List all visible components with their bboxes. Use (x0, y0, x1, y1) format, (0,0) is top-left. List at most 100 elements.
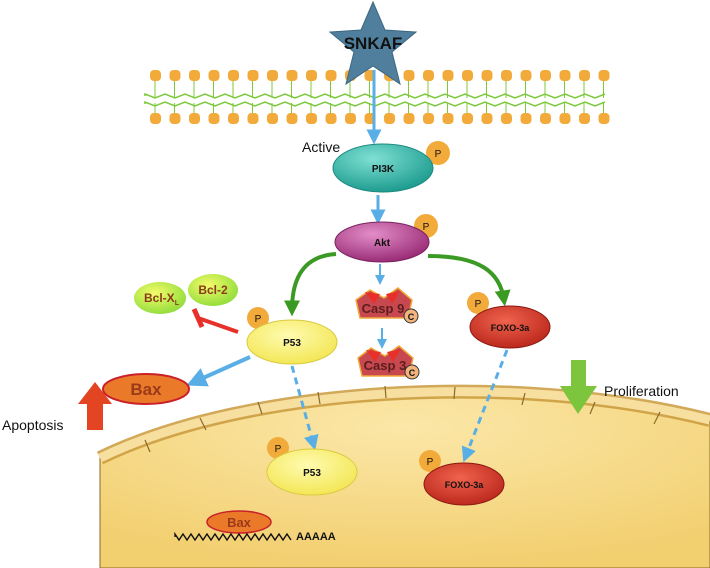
svg-text:C: C (408, 312, 415, 322)
phospho-badge (267, 437, 289, 459)
arrow-akt-p53 (284, 252, 337, 317)
bcl-xl-label: Bcl-XL (144, 291, 180, 307)
bcl-xl-node: Bcl-XL (134, 282, 186, 314)
svg-text:P: P (255, 314, 262, 325)
up-arrow-icon (78, 382, 112, 430)
lipid-head (228, 70, 239, 81)
proliferation-indicator: Proliferation (560, 360, 679, 414)
bax-cytoplasmic: Bax (102, 373, 190, 405)
lipid-head (325, 70, 337, 81)
active-label: Active (302, 139, 340, 155)
lipid-head (540, 113, 551, 124)
lipid-head (150, 70, 161, 81)
lipid-head (501, 70, 512, 81)
lipid-head (442, 113, 454, 124)
snkaf-label: SNKAF (344, 34, 403, 53)
arrow-p53-bax (186, 355, 251, 387)
arrow-akt-foxo (427, 254, 511, 307)
arrow-p53-translocation (290, 365, 319, 451)
mrna-strand (174, 531, 292, 542)
svg-text:P: P (435, 149, 442, 160)
lipid-head (325, 113, 337, 124)
lipid-head (286, 113, 298, 124)
lipid-head (286, 70, 298, 81)
casp3-label: Casp 3 (364, 358, 407, 373)
casp9-label: Casp 9 (362, 301, 405, 316)
foxo3a-cytoplasmic: P FOXO-3a (467, 292, 551, 349)
bax-label: Bax (130, 380, 162, 399)
lipid-head (169, 113, 181, 124)
bcl-2-node: Bcl-2 (188, 274, 238, 306)
foxo3a-nuclear-label: FOXO-3a (445, 480, 485, 490)
lipid-head (208, 113, 220, 124)
lipid-head (189, 113, 200, 124)
arrow-foxo3a-translocation (461, 349, 509, 463)
phospho-badge (419, 450, 441, 472)
lipid-head (540, 70, 551, 81)
lipid-head (462, 113, 473, 124)
lipid-head (481, 113, 493, 124)
lipid-head (598, 113, 610, 124)
cell-membrane (144, 70, 610, 124)
bax-gene: Bax AAAAA (174, 510, 336, 543)
bax-gene-label: Bax (227, 515, 252, 530)
lipid-head (598, 70, 610, 81)
lipid-head (189, 70, 200, 81)
p53-cytoplasmic: P P53 (246, 307, 338, 365)
lipid-head (345, 113, 356, 124)
casp9-node: Casp 9 C (355, 287, 419, 324)
lipid-head (247, 113, 259, 124)
bilayer-line (144, 92, 606, 99)
svg-text:P: P (475, 299, 482, 310)
apoptosis-label: Apoptosis (2, 417, 63, 433)
svg-text:P: P (427, 457, 434, 468)
pi3k-label: PI3K (372, 164, 395, 175)
lipid-head (169, 70, 181, 81)
phospho-badge (247, 307, 269, 329)
lipid-head (442, 70, 454, 81)
lipid-head (462, 70, 473, 81)
lipid-head (403, 70, 415, 81)
lipid-head (306, 70, 317, 81)
lipid-head (520, 70, 532, 81)
svg-text:C: C (409, 368, 416, 378)
akt-label: Akt (374, 238, 391, 249)
p53-label: P53 (283, 338, 301, 349)
lipid-head (579, 70, 590, 81)
lipid-head (520, 113, 532, 124)
phospho-badge (467, 292, 489, 314)
lipid-head (579, 113, 590, 124)
lipid-head (384, 113, 395, 124)
p53-nuclear-label: P53 (303, 468, 321, 479)
lipid-head (423, 113, 434, 124)
lipid-head (247, 70, 259, 81)
nucleus (96, 384, 710, 568)
down-arrow-icon (560, 360, 597, 414)
casp3-node: Casp 3 C (357, 345, 420, 380)
lipid-head (403, 113, 415, 124)
foxo3a-nuclear: P FOXO-3a (419, 450, 505, 506)
lipid-head (481, 70, 493, 81)
lipid-head (559, 70, 571, 81)
foxo3a-label: FOXO-3a (491, 323, 531, 333)
proliferation-label: Proliferation (604, 383, 679, 399)
phospho-badge (426, 141, 450, 165)
svg-text:P: P (423, 222, 430, 233)
svg-text:P: P (275, 444, 282, 455)
lipid-head (150, 113, 161, 124)
polya-label: AAAAA (296, 531, 336, 543)
lipid-head (267, 113, 278, 124)
inhibition-arrow (191, 307, 239, 334)
p53-nuclear: P P53 (266, 437, 358, 496)
bcl-2-label: Bcl-2 (198, 283, 228, 297)
lipid-head (559, 113, 571, 124)
lipid-head (501, 113, 512, 124)
akt-node: P Akt (334, 214, 438, 263)
pi3k-node: Active P PI3K (302, 139, 450, 193)
lipid-head (267, 70, 278, 81)
lipid-head (423, 70, 434, 81)
apoptosis-indicator: Apoptosis (2, 382, 112, 433)
bilayer-line (144, 100, 606, 107)
snkaf-ligand: SNKAF (328, 0, 418, 86)
